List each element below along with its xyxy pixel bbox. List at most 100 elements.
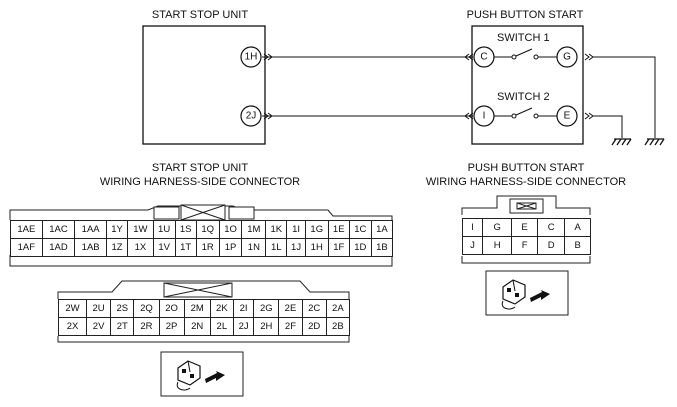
ssu-connector2-shell (57, 280, 350, 343)
ssu-connector2-row1: 2W 2U 2S 2Q 2O 2M 2K 2I 2G 2E 2C 2A (57, 299, 351, 318)
connector-pin: 1O (218, 220, 243, 239)
connector-pin: 1F (327, 238, 350, 257)
connector-pin: H (482, 236, 513, 255)
pin-2j: 2J (246, 111, 257, 122)
connector-pin: 2T (110, 317, 135, 336)
switch2-label: SWITCH 2 (497, 91, 550, 103)
ssu-connector2-row2: 2X 2V 2T 2R 2P 2N 2L 2J 2H 2F 2D 2B (57, 317, 351, 336)
connector-pin: 1C (348, 220, 372, 239)
ssu-connector1-row1: 1AE 1AC 1AA 1Y 1W 1U 1S 1Q 1O 1M 1K 1I 1… (10, 220, 394, 239)
ground-wire-e (593, 115, 623, 138)
ssu-connector1-row2: 1AF 1AD 1AB 1Z 1X 1V 1T 1R 1P 1N 1L 1J 1… (10, 238, 394, 257)
ssu-connector-heading-1: START STOP UNIT (151, 162, 249, 174)
connector-pin: I (461, 218, 484, 237)
connector-view-icon (485, 270, 569, 316)
pin-c: C (480, 52, 487, 63)
ground-icon (611, 138, 665, 146)
connector-pin: 1P (218, 238, 243, 257)
connector-pin: D (536, 236, 566, 255)
connector-pin: A (564, 218, 591, 237)
connector-pin: 1U (152, 220, 176, 239)
connector-pin: 2I (232, 299, 255, 318)
connector-pin: 1AF (10, 238, 43, 257)
connector-pin: F (511, 236, 538, 255)
connector-pin: 2E (278, 299, 303, 318)
pin-1h: 1H (245, 52, 258, 63)
connector-pin: G (482, 218, 513, 237)
connector-pin: 1A (370, 220, 394, 239)
connector-pin: 1L (265, 238, 288, 257)
ssu-box (142, 25, 266, 145)
connector-pin: 1AD (41, 238, 76, 257)
connector-pin: 2C (301, 299, 327, 318)
connector-pin: 2D (301, 317, 327, 336)
connector-pin: B (564, 236, 591, 255)
switch1-blade (515, 48, 533, 57)
pin-g: G (563, 52, 571, 63)
pbs-connector-heading-1: PUSH BUTTON START (467, 162, 585, 174)
terminal-chevron-icon (263, 53, 594, 120)
connector-pin: 1E (327, 220, 350, 239)
pbs-title: PUSH BUTTON START (466, 9, 584, 21)
connector-pin: 2V (86, 317, 112, 336)
connector-pin: 2P (158, 317, 185, 336)
connector-pin: 1D (348, 238, 372, 257)
ssu-connector2-grid: 2W 2U 2S 2Q 2O 2M 2K 2I 2G 2E 2C 2A 2X 2… (57, 299, 351, 336)
connector-view-icon (160, 351, 244, 397)
connector-pin: 1AC (41, 220, 76, 239)
connector-pin: 2J (232, 317, 255, 336)
connector-pin: J (461, 236, 484, 255)
ssu-title: START STOP UNIT (151, 9, 249, 21)
connector-pin: 1X (127, 238, 154, 257)
connector-pin: 1M (241, 220, 267, 239)
ssu-connector1-shell (9, 204, 393, 267)
connector-pin: 2M (183, 299, 211, 318)
connector-pin: 2U (86, 299, 112, 318)
connector-pin: 1S (174, 220, 197, 239)
connector-pin: 1G (304, 220, 329, 239)
connector-pin: 2G (253, 299, 280, 318)
connector-pin: 2A (325, 299, 351, 318)
connector-pin: 1W (127, 220, 154, 239)
connector-pin: 2W (57, 299, 88, 318)
pbs-connector-row1: I G E C A (461, 218, 591, 237)
connector-pin: 1Z (106, 238, 129, 257)
connector-pin: 2S (110, 299, 135, 318)
connector-pin: 2N (183, 317, 211, 336)
connector-pin: 2X (57, 317, 88, 336)
connector-pin: 2K (209, 299, 234, 318)
connector-pin: C (536, 218, 566, 237)
connector-pin: 1V (152, 238, 176, 257)
connector-pin: 1N (241, 238, 267, 257)
connector-pin: 1H (304, 238, 329, 257)
connector-pin: 2O (158, 299, 185, 318)
connector-pin: 1B (370, 238, 394, 257)
switch2-blade (515, 107, 533, 116)
ssu-connector1-grid: 1AE 1AC 1AA 1Y 1W 1U 1S 1Q 1O 1M 1K 1I 1… (10, 220, 394, 257)
connector-pin: 1AA (74, 220, 108, 239)
connector-pin: 1I (286, 220, 306, 239)
pbs-connector-grid: I G E C A J H F D B (461, 218, 591, 255)
pbs-connector-heading-2: WIRING HARNESS-SIDE CONNECTOR (425, 176, 627, 188)
connector-pin: 2L (209, 317, 234, 336)
connector-pin: 2B (325, 317, 351, 336)
connector-pin: E (511, 218, 538, 237)
connector-pin: 1AE (10, 220, 43, 239)
connector-pin: 2F (278, 317, 303, 336)
pin-i: I (483, 111, 486, 122)
connector-pin: 1R (195, 238, 220, 257)
pin-e: E (564, 111, 571, 122)
pbs-connector-shell (461, 195, 591, 264)
connector-pin: 1J (286, 238, 306, 257)
ground-wire-g (593, 56, 656, 138)
connector-pin: 1Q (195, 220, 220, 239)
connector-pin: 2H (253, 317, 280, 336)
connector-pin: 1K (265, 220, 288, 239)
switch1-label: SWITCH 1 (497, 32, 550, 44)
connector-pin: 2R (133, 317, 160, 336)
connector-pin: 2Q (133, 299, 160, 318)
pbs-connector-row2: J H F D B (461, 236, 591, 255)
connector-pin: 1T (174, 238, 197, 257)
connector-pin: 1Y (106, 220, 129, 239)
